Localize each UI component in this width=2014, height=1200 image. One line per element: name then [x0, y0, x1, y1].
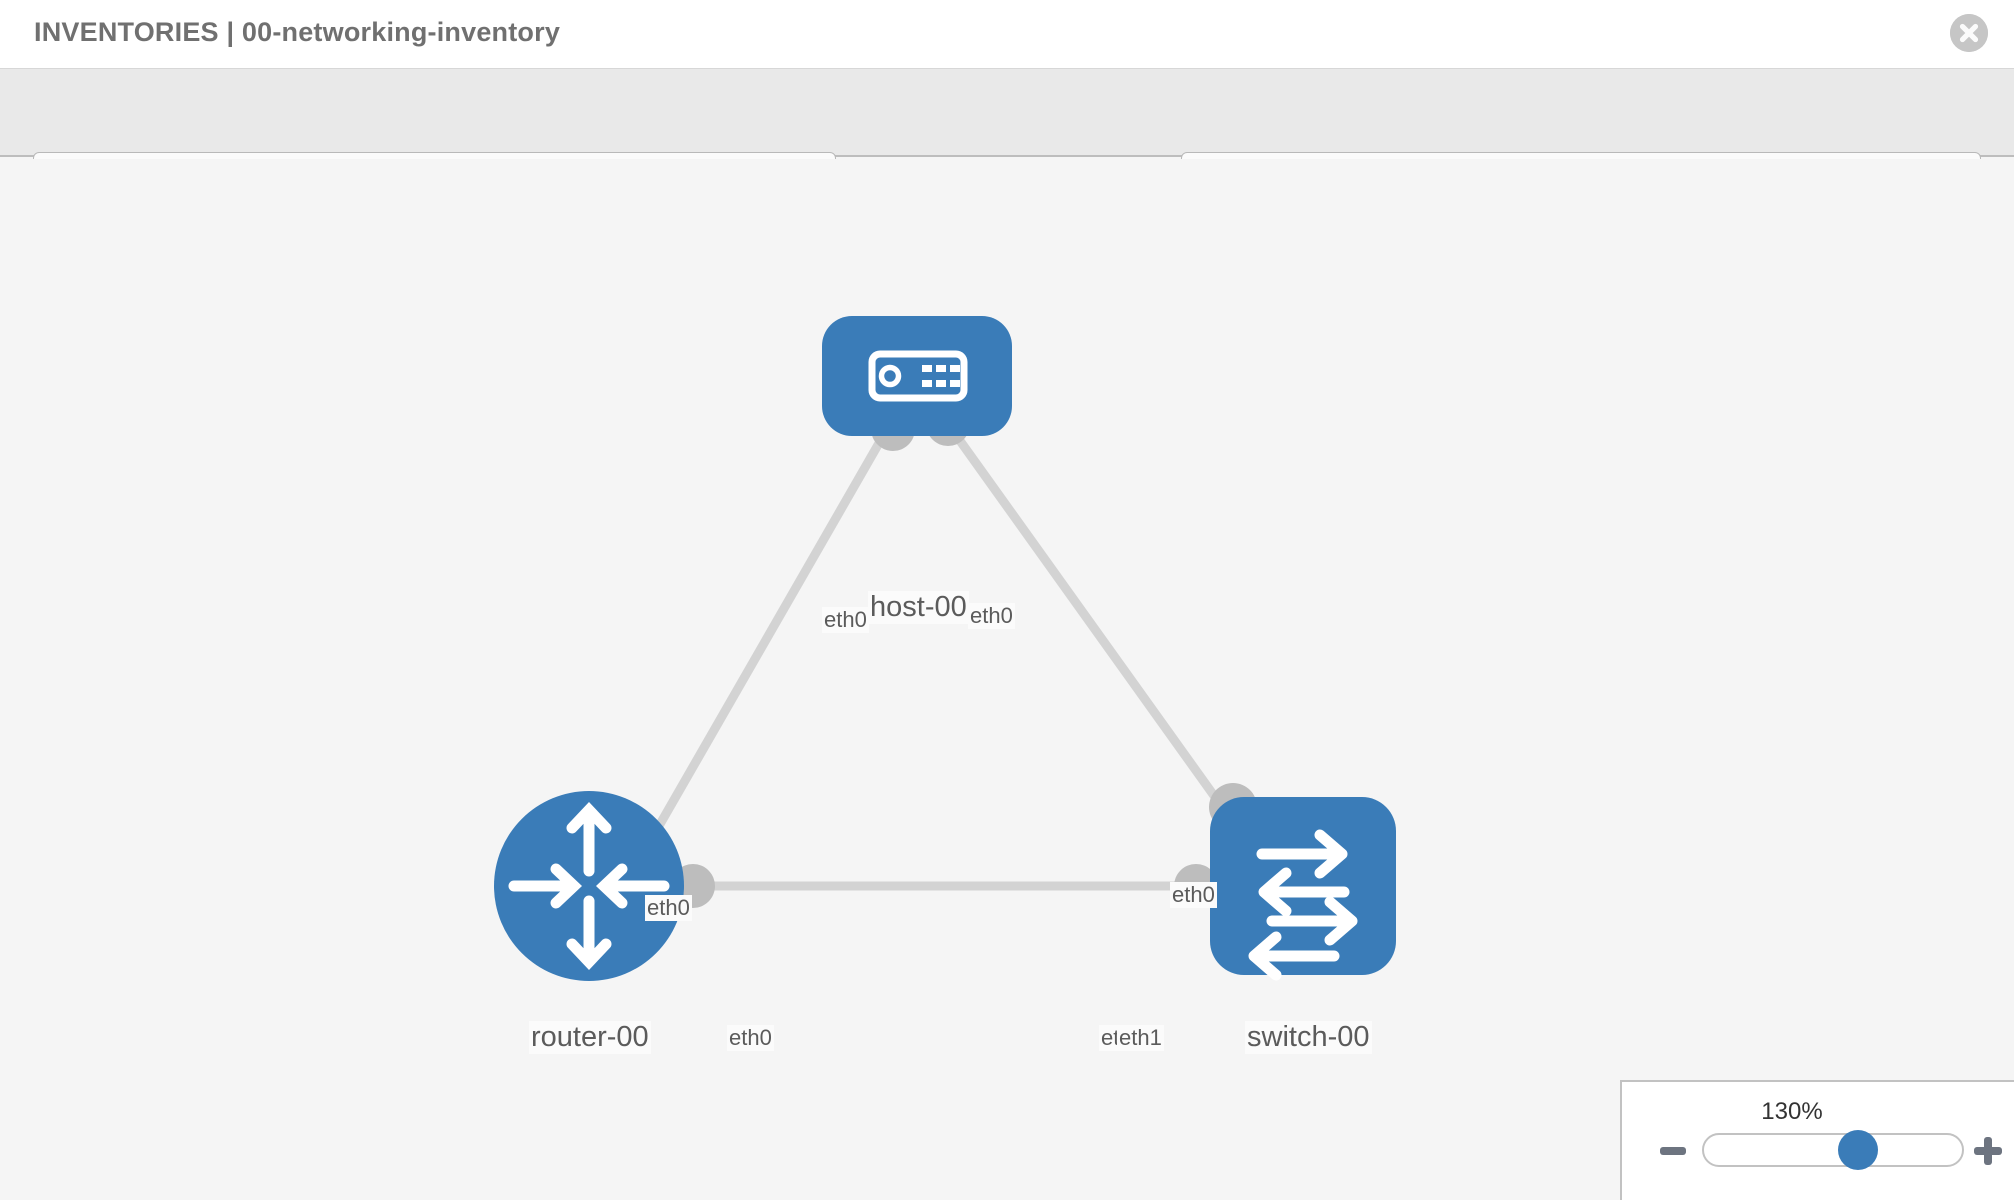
node-router-00[interactable]: [494, 791, 684, 981]
zoom-slider-handle[interactable]: [1838, 1130, 1878, 1170]
page-title: INVENTORIES | 00-networking-inventory: [34, 17, 561, 47]
server-icon: [868, 350, 968, 402]
zoom-in-button-vertical[interactable]: [1984, 1137, 1992, 1165]
node-label-host-00: host-00: [868, 591, 969, 624]
topology-canvas[interactable]: host-00 router-00 switch-00 eth0 eth0 et…: [0, 159, 2014, 1200]
edge-label-router-eth0: eth0: [727, 1025, 774, 1051]
topology-links: [636, 421, 1249, 891]
toolbar: ACTIONS SEARCH: [0, 69, 2014, 208]
edge-label-switch-up: eth0: [1170, 882, 1217, 908]
close-circle-icon: [1950, 14, 1988, 52]
page-header: INVENTORIES | 00-networking-inventory: [0, 0, 2014, 69]
node-label-switch-00: switch-00: [1245, 1021, 1372, 1054]
close-icon[interactable]: [1950, 14, 1988, 52]
router-arrows-icon: [508, 801, 670, 971]
edge-label-host-right: eth0: [968, 603, 1015, 629]
zoom-level-value: 130%: [1761, 1098, 1823, 1125]
edge-label-host-left: eth0: [822, 607, 869, 633]
edge-label-switch-eth1: eth1: [1117, 1025, 1164, 1051]
node-host-00[interactable]: [822, 316, 1012, 436]
edge-label-router-up: eth0: [645, 895, 692, 921]
link-host-router[interactable]: [636, 421, 894, 862]
topology-graph: [494, 316, 1396, 981]
node-label-router-00: router-00: [529, 1021, 651, 1054]
zoom-control-panel: 130%: [1620, 1080, 2014, 1200]
link-host-switch[interactable]: [944, 421, 1249, 842]
zoom-out-button[interactable]: [1660, 1147, 1686, 1155]
node-switch-00[interactable]: [1210, 797, 1396, 981]
switch-arrows-icon: [1248, 829, 1358, 981]
zoom-slider-track[interactable]: [1702, 1133, 1964, 1167]
